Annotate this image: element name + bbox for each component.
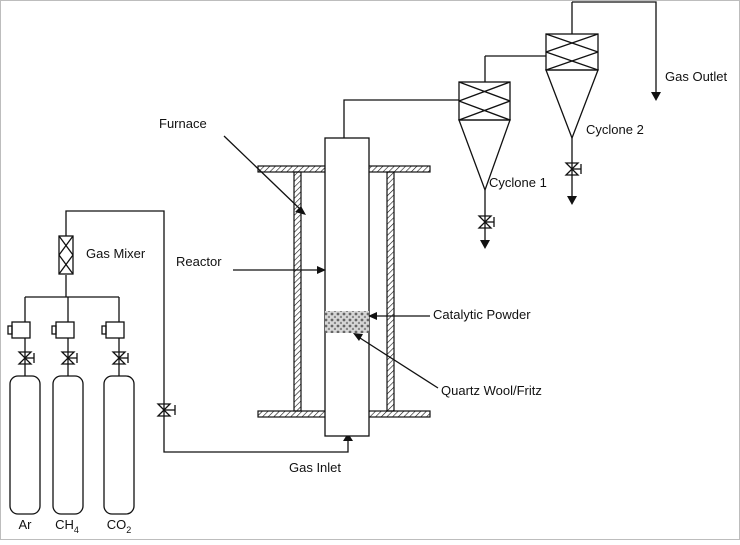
- cyclone-1-label: Cyclone 1: [489, 175, 547, 190]
- mass-flow-controller: [55, 321, 75, 339]
- valve-icon: [60, 351, 78, 365]
- furnace-label: Furnace: [159, 116, 207, 131]
- cylinder-label-co2: CO2: [107, 517, 132, 535]
- gas-mixer: [58, 235, 74, 275]
- drain-arrow: [480, 240, 490, 249]
- cylinder-ch4: [52, 375, 84, 515]
- cyclone-1: [458, 56, 511, 240]
- cylinder-co2: [103, 375, 135, 515]
- arrow-head: [368, 312, 377, 320]
- drain-arrow: [567, 196, 577, 205]
- catalytic-powder-bed: [325, 311, 369, 333]
- reactor-tube: [324, 137, 370, 437]
- valve-icon: [477, 215, 495, 229]
- arrow-head: [353, 333, 363, 341]
- cyclone-2: [545, 2, 599, 196]
- reactor-label: Reactor: [176, 254, 222, 269]
- mass-flow-controller: [105, 321, 125, 339]
- valve-icon: [564, 162, 582, 176]
- catalytic-powder-label: Catalytic Powder: [433, 307, 531, 322]
- arrow-head: [295, 206, 306, 215]
- gas-outlet-arrow: [651, 92, 661, 101]
- gas-outlet-line: [572, 1, 657, 92]
- valve-icon: [17, 351, 35, 365]
- reactor-outlet-pipe: [343, 99, 459, 138]
- mass-flow-controller: [11, 321, 31, 339]
- valve-icon: [156, 403, 176, 417]
- cylinder-label-ar: Ar: [19, 517, 33, 532]
- cylinder-ar: [9, 375, 41, 515]
- arrow-head: [317, 266, 326, 274]
- gas-inlet-arrow: [343, 433, 353, 441]
- gas-inlet-label: Gas Inlet: [289, 460, 341, 475]
- feed-line: [65, 210, 349, 453]
- gas-cylinders: [7, 275, 135, 515]
- cyclone-2-label: Cyclone 2: [586, 122, 644, 137]
- quartz-wool-label: Quartz Wool/Fritz: [441, 383, 542, 398]
- gas-outlet-label: Gas Outlet: [665, 69, 728, 84]
- gas-mixer-label: Gas Mixer: [86, 246, 146, 261]
- cylinder-label-ch4: CH4: [55, 517, 79, 535]
- valve-icon: [111, 351, 129, 365]
